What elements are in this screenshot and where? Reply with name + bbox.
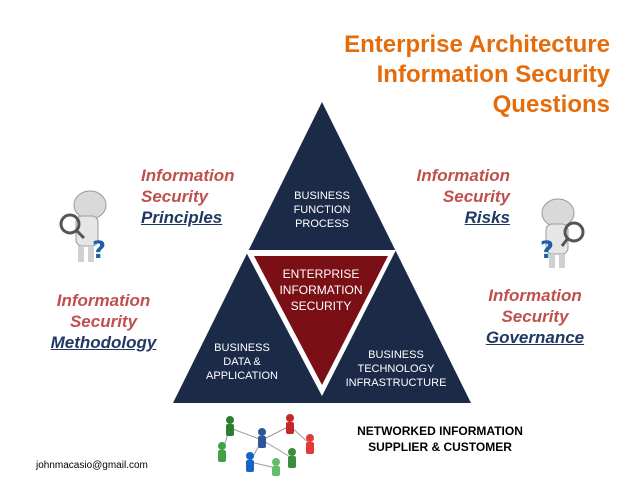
svg-text:?: ? — [92, 236, 106, 264]
magnifier-figure-icon — [59, 190, 107, 262]
label-business-function: BUSINESS FUNCTION PROCESS — [293, 190, 351, 230]
center-triangle — [254, 256, 388, 385]
people-network-icon — [218, 414, 314, 476]
network-caption: NETWORKED INFORMATION SUPPLIER & CUSTOME… — [357, 424, 523, 454]
category-methodology: Information Security Methodology — [50, 291, 157, 352]
label-business-technology: BUSINESS TECHNOLOGY INFRASTRUCTURE — [345, 349, 447, 389]
question-mark-icon: ? — [540, 236, 554, 264]
category-governance: Information Security Governance — [485, 286, 585, 347]
question-mark-icon: ? — [92, 236, 106, 264]
magnifier-figure-icon — [541, 198, 585, 268]
category-principles: Information Security Principles — [141, 166, 235, 227]
category-risks: Information Security Risks — [416, 166, 511, 227]
page-title: Enterprise Architecture Information Secu… — [344, 31, 610, 118]
footer-email: johnmacasio@gmail.com — [36, 460, 148, 471]
label-business-data: BUSINESS DATA & APPLICATION — [206, 342, 278, 382]
svg-text:?: ? — [540, 236, 554, 264]
label-enterprise-security: ENTERPRISE INFORMATION SECURITY — [279, 267, 363, 313]
